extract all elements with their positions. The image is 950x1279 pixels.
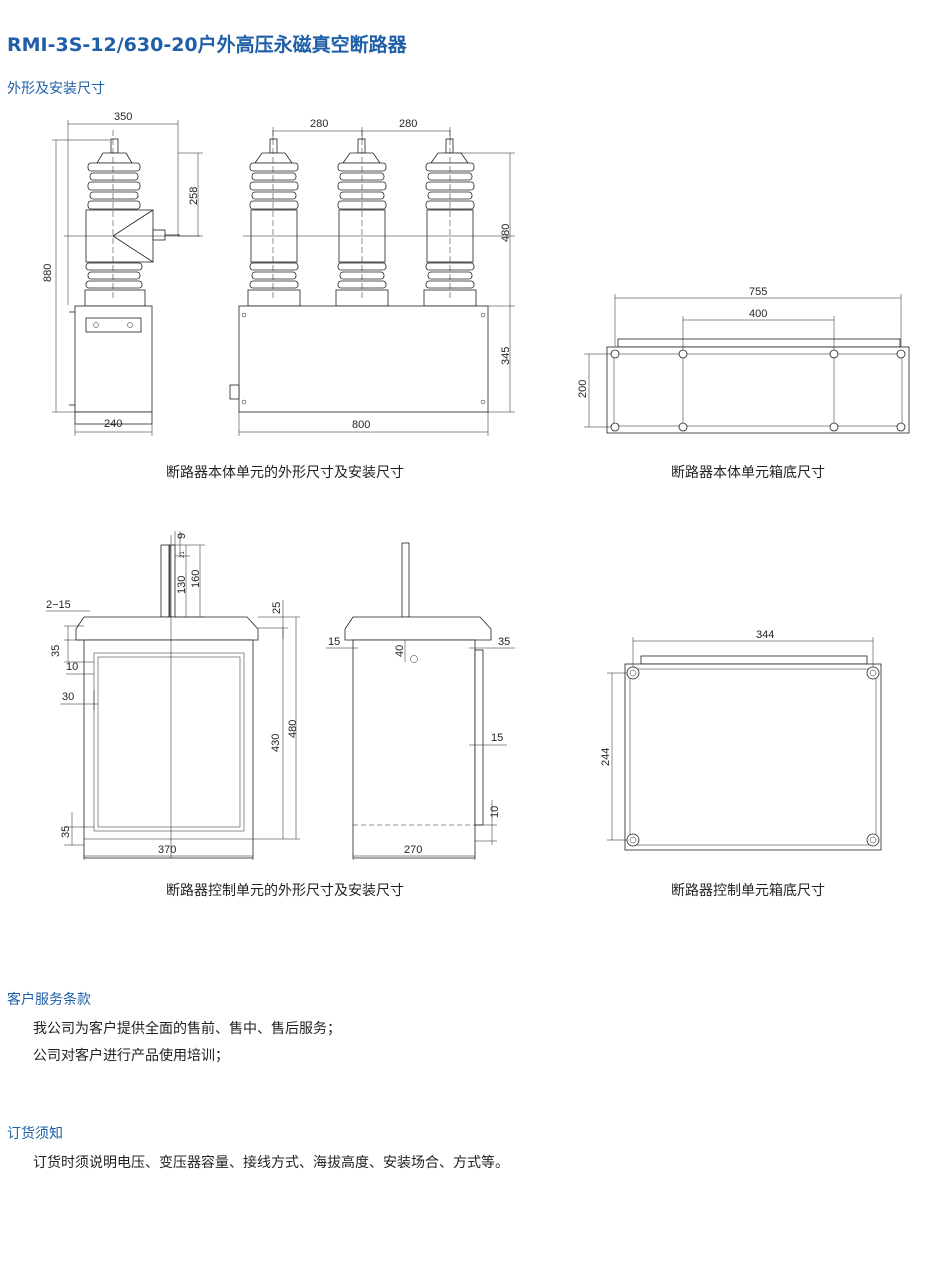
drawing-body-front: 280 280 480 345 800 [229,118,515,436]
dim-880: 880 [42,264,54,282]
drawing-body-base: 755 400 200 [577,286,910,434]
dim-345: 345 [500,347,512,365]
caption-control-base: 断路器控制单元箱底尺寸 [671,883,825,899]
caption-control-outline: 断路器控制单元的外形尺寸及安装尺寸 [166,883,404,899]
dim-400: 400 [749,308,767,320]
dim-344: 344 [756,629,774,641]
caption-body-base: 断路器本体单元箱底尺寸 [671,465,825,481]
dim-130: 130 [176,576,188,594]
dim-350: 350 [114,111,132,123]
dim-370: 370 [158,844,176,856]
dim-15-left: 15 [328,636,340,648]
service-item-1: 我公司为客户提供全面的售前、售中、售后服务； [33,1021,341,1037]
dim-35-bottom: 35 [60,826,72,838]
dim-240: 240 [104,418,122,430]
dim-10-left: 10 [66,661,78,673]
drawing-control-side: 15 35 40 15 10 270 [326,542,515,860]
dim-9: 9 [176,533,188,539]
page-title: RMI-3S-12/630-20户外高压永磁真空断路器 [7,34,407,56]
dim-430: 430 [270,734,282,752]
dim-200: 200 [577,380,589,398]
dim-244: 244 [600,748,612,766]
dim-35-side: 35 [498,636,510,648]
dim-280-left: 280 [310,118,328,130]
dim-480-control: 480 [287,720,299,738]
dim-160: 160 [190,570,202,588]
dim-755: 755 [749,286,767,298]
dimensions-heading: 外形及安装尺寸 [7,81,105,97]
drawing-control-base: 344 244 [600,629,882,851]
dim-15-right: 15 [491,732,503,744]
dim-2-15: 2−15 [46,599,71,611]
drawing-control-front: 9 21 130 160 2−15 35 10 30 35 25 430 480… [46,531,300,860]
dim-10-right: 10 [489,806,501,818]
caption-body-outline: 断路器本体单元的外形尺寸及安装尺寸 [166,465,404,481]
order-heading: 订货须知 [7,1126,63,1142]
dim-21: 21 [180,551,186,558]
dim-30: 30 [62,691,74,703]
dim-280-right: 280 [399,118,417,130]
dim-35-top: 35 [50,645,62,657]
order-item-1: 订货时须说明电压、变压器容量、接线方式、海拔高度、安装场合、方式等。 [33,1155,509,1171]
drawing-body-side: 350 258 880 240 [42,111,203,436]
service-heading: 客户服务条款 [7,992,91,1008]
dim-40: 40 [394,645,406,657]
dim-480: 480 [500,224,512,242]
dim-800: 800 [352,419,370,431]
dim-270: 270 [404,844,422,856]
dim-25: 25 [271,602,283,614]
service-item-2: 公司对客户进行产品使用培训； [33,1048,229,1064]
dim-258: 258 [188,187,200,205]
